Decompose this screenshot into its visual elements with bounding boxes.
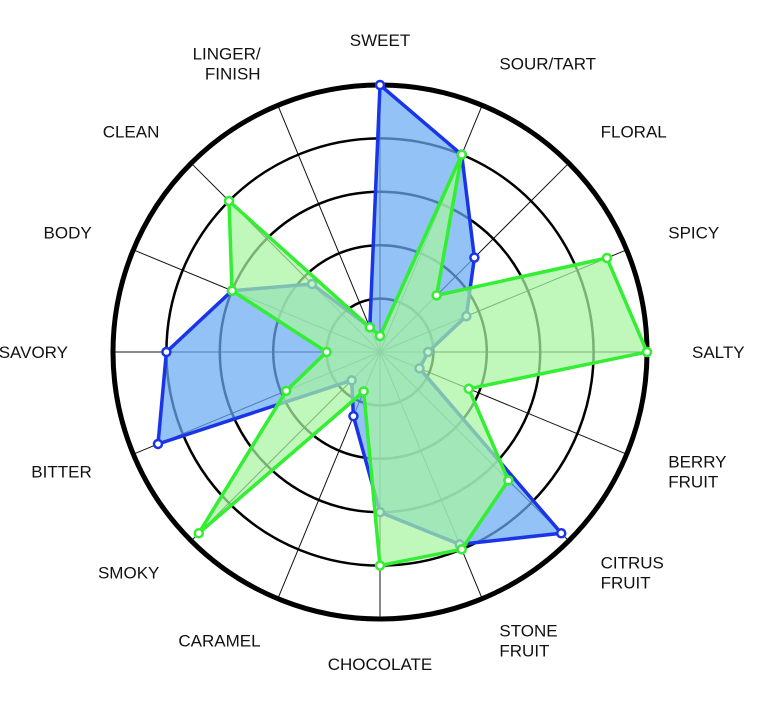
series-1-point <box>555 527 567 539</box>
axis-label-line: CITRUS <box>601 554 664 573</box>
axis-label-line: BITTER <box>31 462 91 481</box>
series-2-point <box>193 527 205 539</box>
radar-spoke <box>277 105 381 353</box>
axis-label: SOUR/TART <box>499 55 596 74</box>
axis-label: SPICY <box>668 224 719 243</box>
axis-label: BITTER <box>31 462 91 481</box>
axis-label-line: SWEET <box>350 31 410 50</box>
series-1-point <box>161 346 172 358</box>
series-2-point <box>281 385 292 397</box>
series-1-point <box>469 252 480 263</box>
axis-label-line: SMOKY <box>98 564 159 583</box>
series-2-point <box>223 195 235 207</box>
series-2-point <box>456 149 467 160</box>
series-2-point <box>374 560 386 571</box>
series-2-point <box>374 330 386 342</box>
series-2-point <box>321 346 332 358</box>
series-2-point <box>503 475 514 486</box>
series-2-point <box>226 285 238 296</box>
axis-label-line: FLORAL <box>601 122 667 141</box>
axis-label: CLEAN <box>103 122 160 141</box>
axis-label-line: SALTY <box>692 343 745 362</box>
series-1-point <box>152 438 164 450</box>
axis-label: SWEET <box>350 31 410 50</box>
axis-label-line: SOUR/TART <box>499 55 596 74</box>
axis-label: SMOKY <box>98 564 159 583</box>
axis-label-line: STONE <box>499 621 557 640</box>
axis-label: FLORAL <box>601 122 667 141</box>
axis-label: SALTY <box>692 343 745 362</box>
axis-label-line: FRUIT <box>499 641 549 660</box>
series-2 <box>193 149 653 571</box>
series-2-point <box>601 252 613 264</box>
axis-label-line: SAVORY <box>0 343 68 362</box>
series-2-point <box>641 346 653 358</box>
series-2-point <box>456 544 467 555</box>
axis-label: CARAMEL <box>178 631 260 650</box>
series-1-point <box>374 79 386 91</box>
axis-label-line: CHOCOLATE <box>328 655 433 674</box>
axis-label-line: BODY <box>44 224 92 243</box>
axis-label-line: CARAMEL <box>178 631 260 650</box>
axis-label-line: FINISH <box>205 65 261 84</box>
axis-label-line: LINGER/ <box>193 45 261 64</box>
series-2-point <box>463 383 475 395</box>
axis-label-line: SPICY <box>668 224 719 243</box>
series-2-point <box>431 290 442 301</box>
series-2-point <box>364 322 376 333</box>
axis-label: CHOCOLATE <box>328 655 433 674</box>
series-1-point <box>348 410 359 422</box>
series-2-point <box>358 386 369 397</box>
radar-series <box>152 79 653 571</box>
axis-label: SAVORY <box>0 343 68 362</box>
axis-label-line: BERRY <box>668 452 726 471</box>
axis-label-line: FRUIT <box>668 472 718 491</box>
axis-label: LINGER/FINISH <box>193 45 261 84</box>
axis-label-line: FRUIT <box>601 574 651 593</box>
axis-label-line: CLEAN <box>103 122 160 141</box>
axis-label: BODY <box>44 224 92 243</box>
